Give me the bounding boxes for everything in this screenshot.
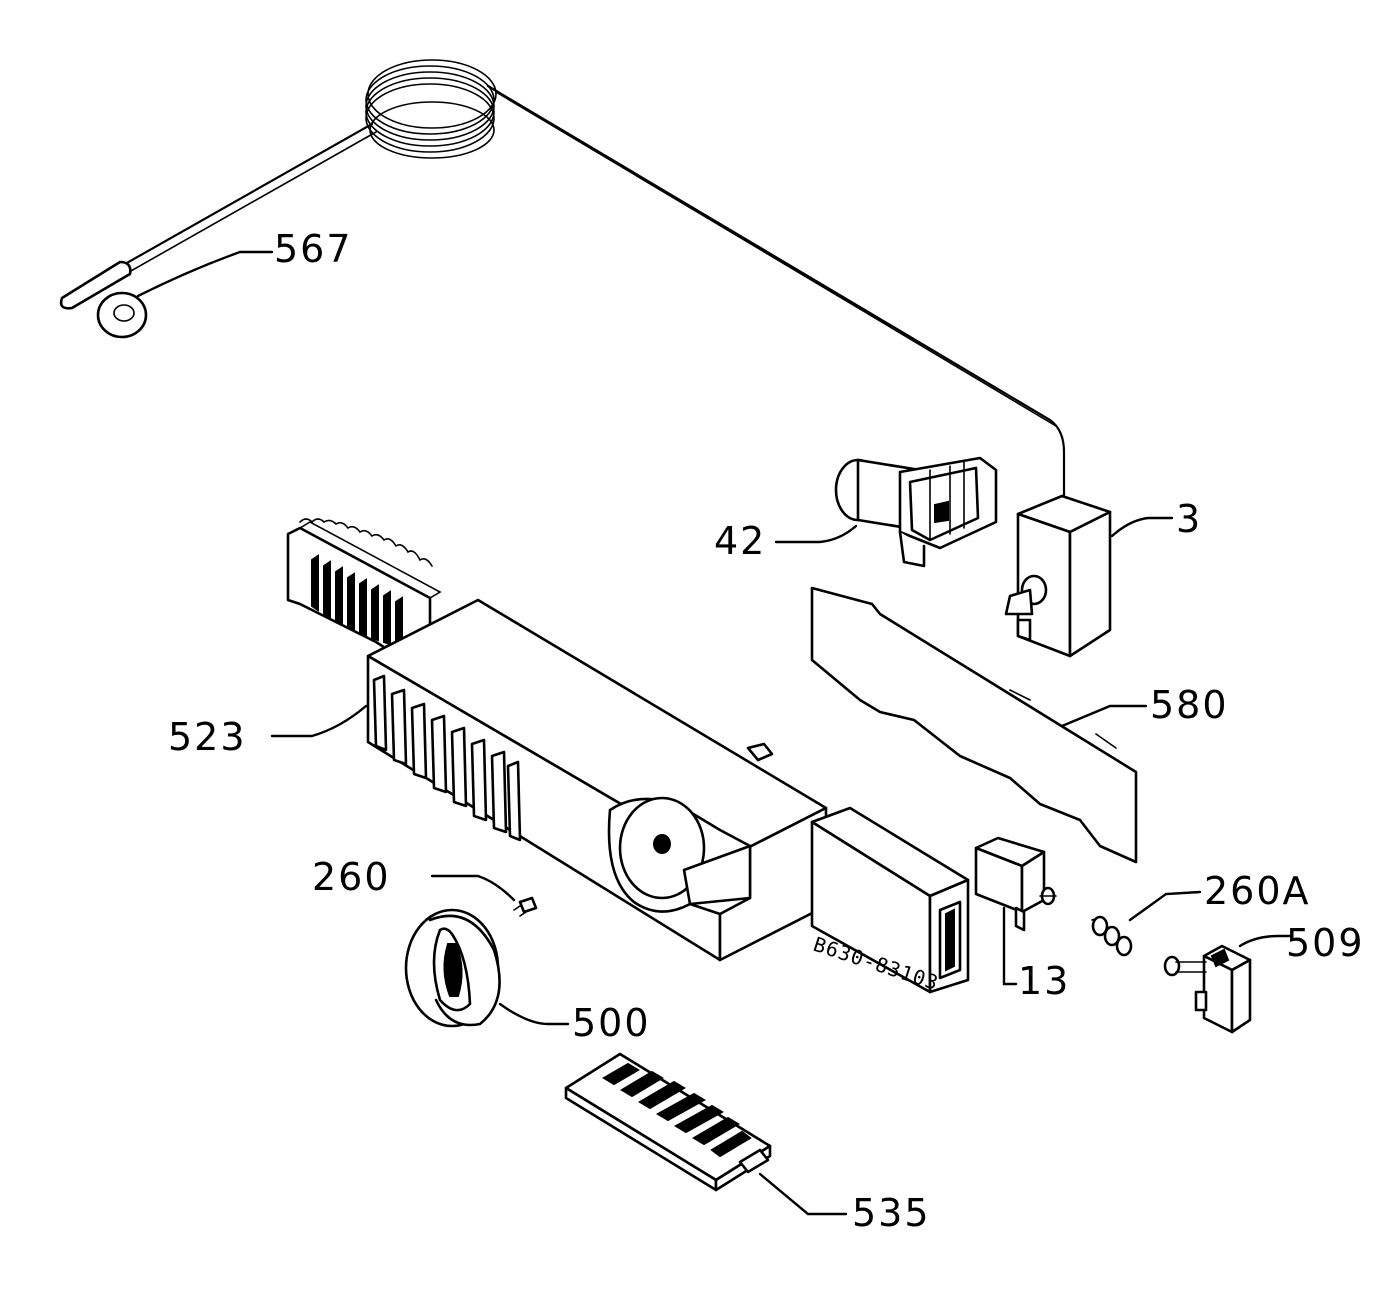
- label-523: 523: [168, 715, 247, 759]
- part-509-switch-plunger: [1163, 944, 1252, 1034]
- part-42-lamp-holder: [834, 456, 998, 568]
- part-3-thermostat: [1004, 494, 1112, 658]
- part-260a-spring: [1091, 915, 1133, 957]
- part-535-grille: [564, 1052, 772, 1192]
- label-13: 13: [1018, 959, 1070, 1003]
- label-260: 260: [312, 855, 391, 899]
- label-509: 509: [1286, 921, 1365, 965]
- part-567-thermostat-capillary: [59, 59, 1066, 502]
- label-580: 580: [1150, 683, 1229, 727]
- part-523-control-housing: [286, 518, 828, 962]
- part-13-door-switch: [974, 836, 1057, 932]
- label-260a: 260A: [1204, 869, 1311, 913]
- part-580-insulation-plate: [810, 586, 1138, 864]
- label-535: 535: [852, 1191, 931, 1235]
- label-42: 42: [714, 519, 766, 563]
- part-labels: 567 42 3 523 580 260 260A 509 13 500 535: [168, 227, 1365, 1235]
- label-567: 567: [274, 227, 353, 271]
- label-500: 500: [572, 1001, 651, 1045]
- leader-lines: [136, 250, 1292, 1216]
- part-500-control-knob: [404, 908, 501, 1028]
- lamp-cover: B630-83103: [810, 806, 970, 995]
- part-260-screw: [513, 896, 538, 917]
- label-3: 3: [1176, 497, 1202, 541]
